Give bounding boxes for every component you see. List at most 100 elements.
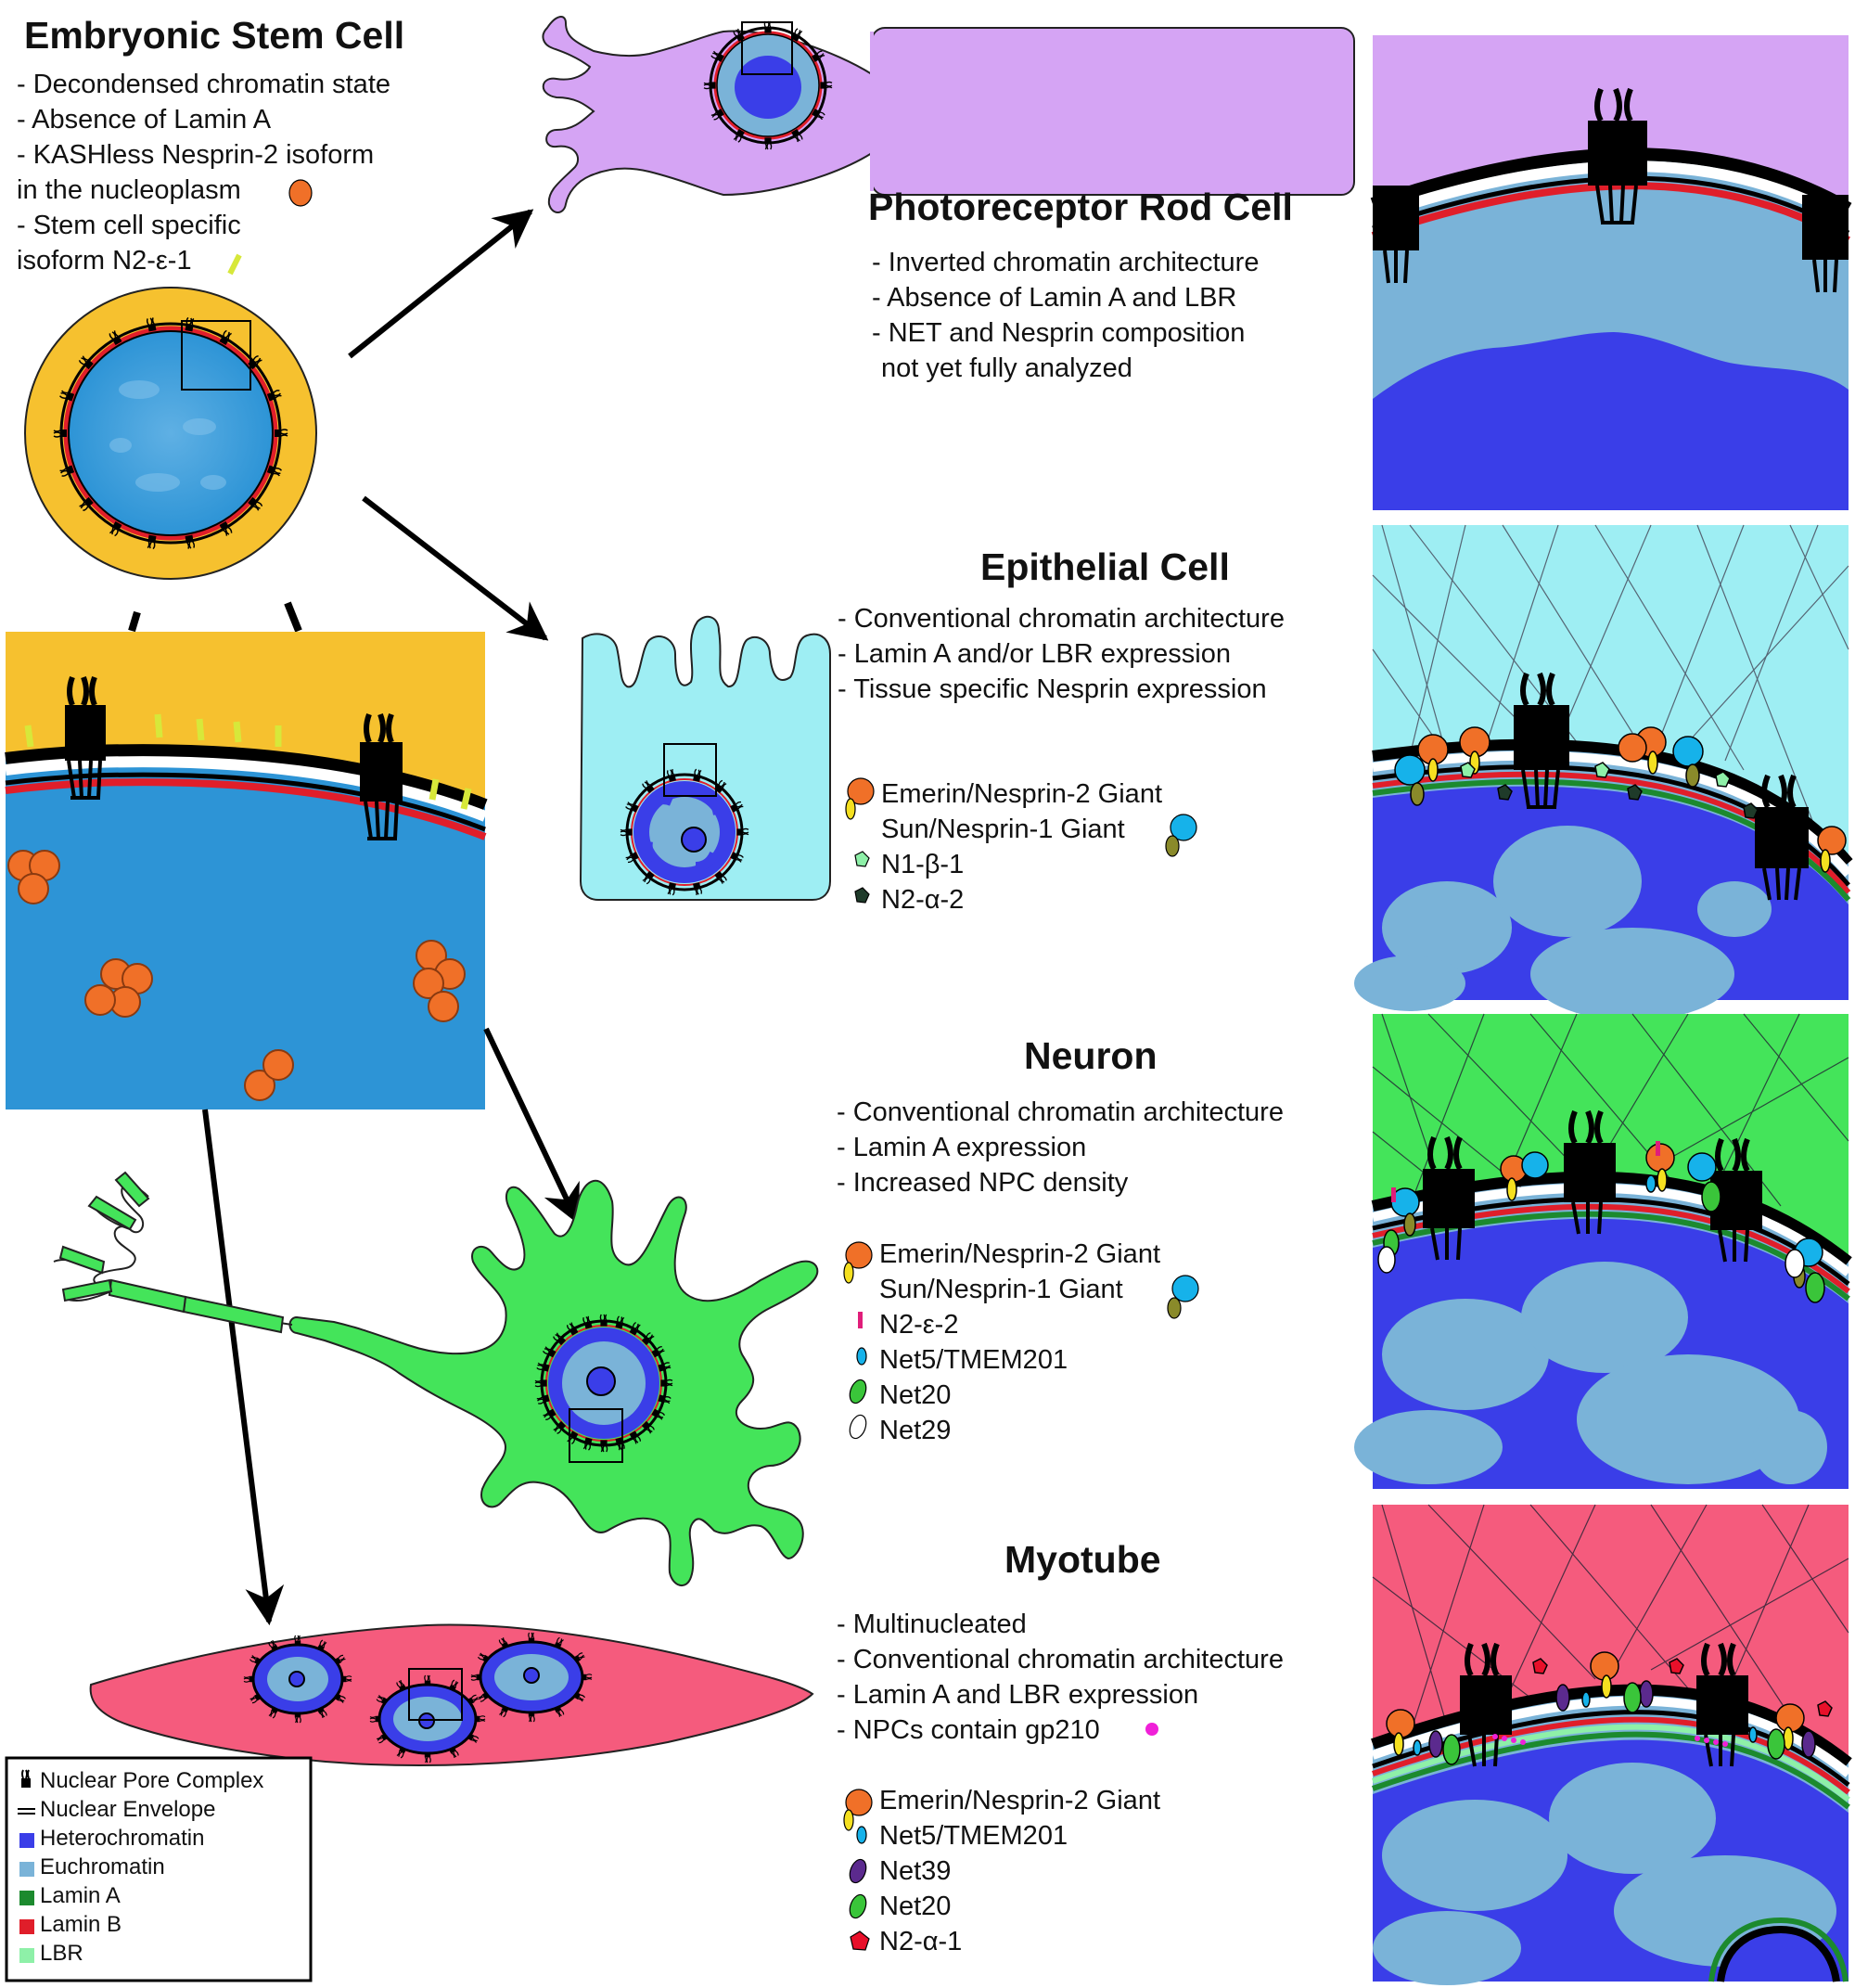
- nuclear-pore-icon: [340, 1675, 352, 1683]
- nuclear-pore-icon: [554, 1705, 565, 1717]
- nuclear-pore-icon: [641, 1332, 655, 1346]
- nuclear-pore-icon: [554, 1636, 564, 1649]
- neuron-emerin-nesprin2-icon: [843, 1241, 873, 1284]
- nuclear-pore-icon: [396, 1680, 407, 1692]
- nuclear-pore-icon: [651, 1345, 665, 1358]
- nuclear-pore-icon: [642, 870, 655, 885]
- nuclear-pore-icon: [582, 1437, 593, 1451]
- myotube-bullet: - Lamin A and LBR expression: [837, 1680, 1199, 1710]
- lbr-key-icon: [19, 1948, 34, 1963]
- epithelial-legend-item: N1-β-1: [881, 850, 965, 879]
- heterochromatin-key-icon: [19, 1833, 34, 1848]
- nuclear-pore-icon: [820, 81, 833, 89]
- nuclear-pore-icon: [600, 1440, 608, 1453]
- key-labels: Nuclear Pore Complex Nuclear Envelope He…: [40, 1766, 263, 1968]
- nuclear-pore-icon: [651, 1408, 666, 1420]
- epithelial-bullet: - Conventional chromatin architecture: [838, 604, 1285, 634]
- nuclear-pore-icon: [542, 1346, 556, 1358]
- nuclear-pore-icon: [615, 1437, 625, 1451]
- nuclear-pore-icon: [243, 1675, 255, 1683]
- nuclear-pore-icon: [703, 82, 716, 90]
- epithelial-cell-diagram: [579, 615, 831, 901]
- epithelial-bullet: - Tissue specific Nesprin expression: [838, 674, 1267, 704]
- nuclear-pore-icon: [369, 1715, 381, 1723]
- myotube-bullet: - NPCs contain gp210: [837, 1715, 1100, 1745]
- nuclear-pore-icon: [266, 465, 283, 477]
- nuclear-pore-icon: [625, 802, 639, 813]
- myotube-legend-item: Emerin/Nesprin-2 Giant: [879, 1786, 1160, 1815]
- embryonic-bullet: - Stem cell specific: [17, 211, 241, 240]
- nuclear-pore-icon: [248, 496, 263, 511]
- epithelial-legend: Emerin/Nesprin-2 Giant Sun/Nesprin-1 Gia…: [881, 776, 1162, 917]
- neuron-legend-item: Emerin/Nesprin-2 Giant: [879, 1239, 1160, 1269]
- n2-alpha-2-icon: [854, 887, 870, 904]
- nuclear-pore-icon: [185, 534, 196, 549]
- nuclear-pore-icon: [219, 520, 233, 536]
- nuclear-pore-icon: [316, 1706, 327, 1718]
- nuclear-pore-icon: [693, 768, 702, 782]
- nuclear-pore-icon: [553, 1420, 567, 1434]
- key-label: Heterochromatin: [40, 1826, 205, 1851]
- net29-icon: [849, 1414, 867, 1440]
- photoreceptor-title: Photoreceptor Rod Cell: [868, 186, 1293, 228]
- neuron-bullet: - Increased NPC density: [837, 1168, 1129, 1198]
- differentiation-arrows: [202, 209, 580, 1626]
- nuclear-pore-icon: [78, 355, 94, 370]
- sun-nesprin1-icon: [1165, 814, 1197, 857]
- epithelial-bullets: - Conventional chromatin architecture - …: [838, 601, 1285, 707]
- photoreceptor-bullet: not yet fully analyzed: [881, 353, 1132, 383]
- nuclear-pore-icon: [58, 390, 75, 402]
- nuclear-pore-icon: [812, 50, 825, 62]
- nuclear-pore-icon: [566, 1322, 579, 1336]
- nuclear-pore-icon: [249, 1655, 262, 1665]
- zoom-connector-left: [128, 610, 141, 633]
- lamin-b-key-icon: [19, 1919, 34, 1934]
- nuclear-pore-icon: [666, 768, 676, 782]
- nuclear-pore-icon: [582, 1315, 593, 1329]
- key-label: LBR: [40, 1941, 83, 1966]
- nuclear-pore-icon: [730, 801, 744, 813]
- nuclear-pore-icon: [764, 137, 773, 150]
- nuclear-pore-icon: [667, 882, 676, 896]
- legend-icons: [227, 179, 1199, 1951]
- embryonic-bullet: - Absence of Lamin A: [17, 105, 272, 135]
- nuclear-pore-icon: [629, 1321, 641, 1336]
- nuclear-pore-icon: [424, 1751, 431, 1764]
- n2-epsilon-2-icon: [858, 1312, 863, 1328]
- neuron-bullets: - Conventional chromatin architecture - …: [837, 1095, 1284, 1200]
- myotube-legend-item: Net39: [879, 1856, 952, 1886]
- embryonic-bullet: - KASHless Nesprin-2 isoform: [17, 140, 375, 170]
- nuclear-pore-icon: [660, 1379, 673, 1387]
- myotube-bullet: - Conventional chromatin architecture: [837, 1645, 1284, 1674]
- nuclear-pore-icon: [572, 1652, 585, 1663]
- myotube-legend: Emerin/Nesprin-2 Giant Net5/TMEM201 Net3…: [879, 1783, 1160, 1959]
- lamin-a-key-icon: [19, 1891, 34, 1905]
- neuron-legend-item: Sun/Nesprin-1 Giant: [879, 1275, 1123, 1304]
- photoreceptor-bullet: - Absence of Lamin A and LBR: [872, 283, 1237, 313]
- myotube-emerin-nesprin2-icon: [843, 1789, 873, 1831]
- myotube-zoom-panel: [1371, 1504, 1852, 1985]
- nuclear-pore-icon: [536, 1362, 550, 1372]
- photoreceptor-bullet: - NET and Nesprin composition: [872, 318, 1246, 348]
- nuclear-pore-icon: [714, 870, 727, 884]
- photoreceptor-cell-diagram: [542, 16, 1355, 213]
- embryonic-stem-cell-diagram: [24, 287, 317, 580]
- nuclear-pore-icon: [477, 1652, 491, 1663]
- nuclear-pore-icon: [316, 1639, 327, 1652]
- nuclear-pore-icon: [377, 1733, 389, 1744]
- euchromatin-key-icon: [19, 1862, 34, 1877]
- envelope-key-icon: [18, 1808, 35, 1815]
- neuron-legend-item: Net20: [879, 1380, 952, 1410]
- nuclear-pore-icon: [249, 1693, 262, 1704]
- nuclear-pore-icon: [396, 1746, 407, 1759]
- nuclear-pore-icon: [294, 1712, 301, 1724]
- myotube-bullets: - Multinucleated - Conventional chromati…: [837, 1607, 1284, 1748]
- neuron-legend: Emerin/Nesprin-2 Giant Sun/Nesprin-1 Gia…: [879, 1237, 1160, 1448]
- nuclear-pore-icon: [53, 430, 67, 438]
- nuclear-pore-icon: [146, 317, 157, 332]
- myotube-net5-icon: [856, 1826, 867, 1844]
- net39-icon: [849, 1858, 867, 1884]
- epithelial-title: Epithelial Cell: [980, 545, 1230, 588]
- myotube-title: Myotube: [1004, 1538, 1161, 1581]
- nuclear-pore-icon: [219, 329, 232, 346]
